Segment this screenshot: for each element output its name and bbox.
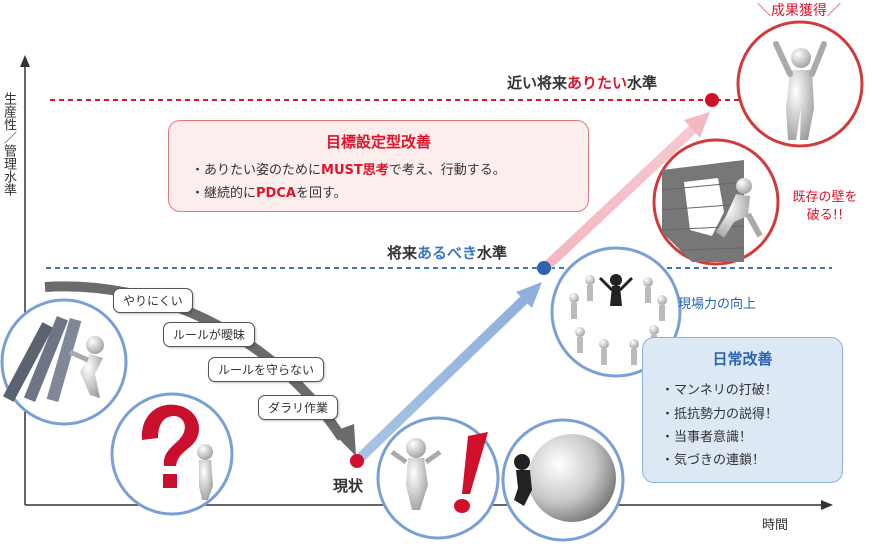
decline-pill: ルールを守らない <box>208 357 325 382</box>
should-level-prefix: 将来 <box>387 244 418 262</box>
question-mark-figure-icon <box>110 392 234 516</box>
daily-item: ・抵抗勢力の説得！ <box>661 407 779 422</box>
should-level-label: 将来あるべき水準 <box>387 242 507 263</box>
genba-label: 現場力の向上 <box>678 297 757 312</box>
exclamation-figure-icon <box>376 416 500 540</box>
daily-improvement-box: 日常改善 ・マンネリの打破！ ・抵抗勢力の説得！ ・当事者意識！ ・気づきの連鎖… <box>642 337 843 483</box>
domino-pushing-figure-icon <box>0 298 128 426</box>
should-level-suffix: 水準 <box>477 244 508 262</box>
decline-pill: ルールが曖昧 <box>163 322 256 347</box>
goal-line-2-b: PDCA <box>256 186 296 201</box>
goal-line-1-a: ・ありたい姿のために <box>191 163 322 178</box>
goal-setting-title: 目標設定型改善 <box>325 133 431 151</box>
wall-breaking-figure-icon <box>652 138 780 266</box>
daily-item: ・当事者意識！ <box>661 430 753 445</box>
current-label: 現状 <box>333 477 364 495</box>
goal-line-2-c: を回す。 <box>295 186 347 201</box>
daily-improvement-title: 日常改善 <box>712 350 773 368</box>
wall-label-line-2: 破る!! <box>806 208 844 223</box>
decline-pill: ダラリ作業 <box>258 395 339 420</box>
current-dot <box>350 454 364 468</box>
y-axis-arrowhead <box>20 55 30 67</box>
future-level-suffix: 水準 <box>627 74 658 92</box>
future-dot <box>705 93 719 107</box>
future-level-prefix: 近い将来 <box>507 74 568 92</box>
daily-item: ・気づきの連鎖！ <box>661 453 766 468</box>
rise-arrow-red <box>544 112 710 269</box>
goal-line-1-b: MUST思考 <box>321 163 389 178</box>
future-level-label: 近い将来ありたい水準 <box>507 72 657 93</box>
goal-line-2-a: ・継続的に <box>191 186 257 201</box>
decline-pill: やりにくい <box>113 288 193 313</box>
goal-line-1-c: で考え、行動する。 <box>388 163 506 178</box>
goal-line-2: ・継続的にPDCAを回す。 <box>191 182 347 201</box>
wall-label-line-1: 既存の壁を <box>792 190 858 205</box>
y-axis-label: 生産性／管理水準 <box>1 92 16 196</box>
future-level-highlight: ありたい <box>567 74 628 92</box>
rise-arrow-blue <box>354 282 542 464</box>
x-axis-label: 時間 <box>762 518 789 533</box>
goal-setting-box: 目標設定型改善 ・ありたい姿のためにMUST思考で考え、行動する。 ・継続的にP… <box>168 120 589 212</box>
wall-label: 既存の壁を 破る!! <box>782 189 868 225</box>
daily-item: ・マンネリの打破！ <box>661 383 778 398</box>
should-dot <box>537 261 551 275</box>
ball-pushing-figure-icon <box>501 418 625 542</box>
result-label: ＼成果獲得／ <box>757 3 841 19</box>
goal-line-1: ・ありたい姿のためにMUST思考で考え、行動する。 <box>191 159 506 178</box>
victory-figure-icon <box>736 20 864 148</box>
x-axis-arrowhead <box>821 500 833 510</box>
should-level-highlight: あるべき <box>417 244 478 262</box>
